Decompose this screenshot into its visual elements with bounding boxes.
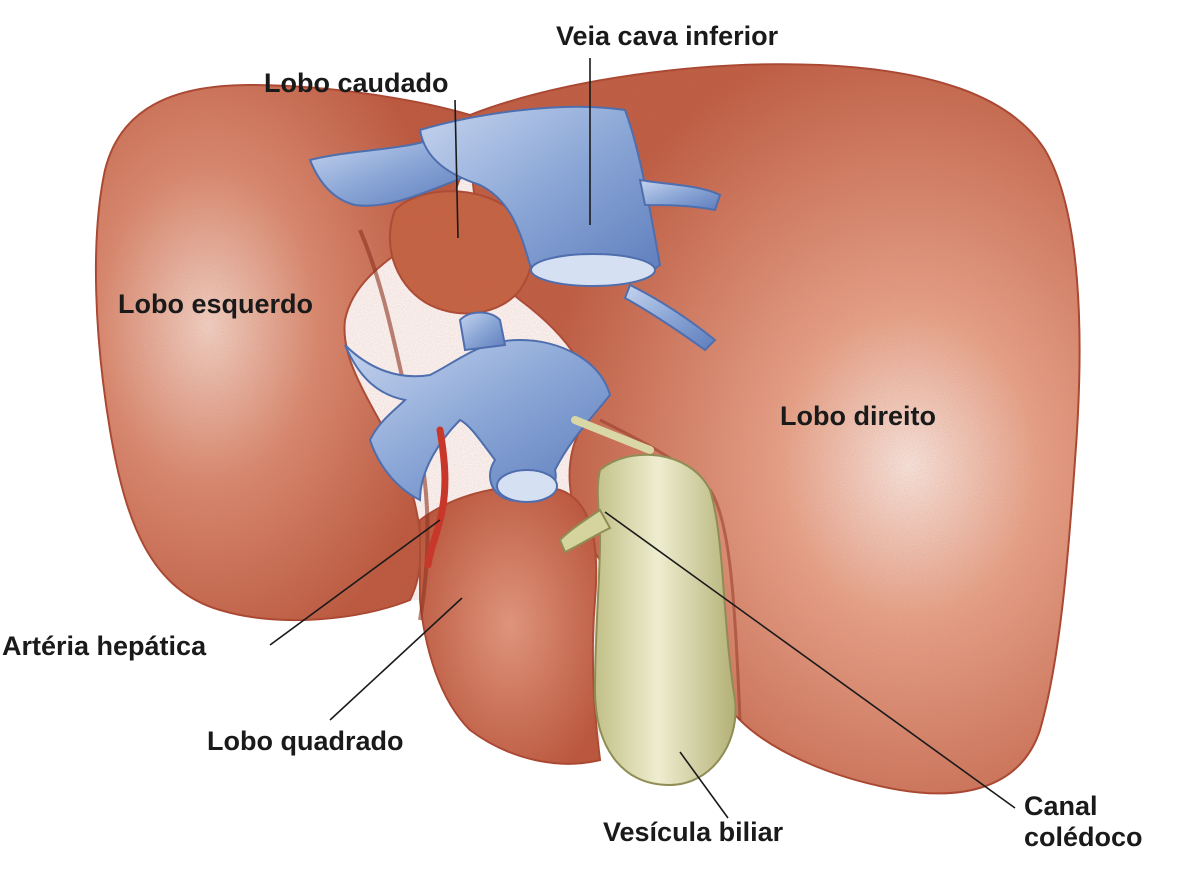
label-lobo-quadrado: Lobo quadrado (207, 726, 403, 756)
common-bile-duct (571, 416, 654, 454)
hepatic-artery (424, 426, 449, 569)
label-canal-coledoco-line1: Canal (1024, 791, 1098, 821)
ivc-opening (530, 253, 656, 287)
portal-branch-top (458, 311, 507, 352)
leader-lobo-caudado (454, 99, 459, 239)
label-arteria-hepatica: Artéria hepática (2, 631, 207, 661)
label-canal-coledoco-line2: colédoco (1024, 822, 1143, 852)
portal-vein-opening (496, 469, 558, 503)
gallbladder-body (593, 453, 737, 787)
leader-arteria-hepatica (269, 519, 441, 646)
gallbladder (558, 453, 737, 787)
fissure-right (599, 418, 742, 721)
leader-lobo-quadrado (329, 597, 463, 721)
label-lobo-caudado: Lobo caudado (264, 68, 449, 98)
inferior-vena-cava (308, 105, 722, 352)
leader-canal-coledoco (604, 511, 1016, 809)
label-vesicula-biliar: Vesícula biliar (603, 817, 784, 847)
ivc-small-branch (623, 283, 717, 352)
label-lobo-esquerdo: Lobo esquerdo (118, 289, 313, 319)
leader-vesicula-biliar (679, 751, 729, 819)
label-lobo-direito: Lobo direito (780, 401, 936, 431)
ivc-branch-right (638, 178, 722, 212)
cystic-duct (558, 508, 612, 554)
label-veia-cava-inferior: Veia cava inferior (556, 21, 779, 51)
ivc-branch-left (308, 138, 472, 207)
portal-vein (344, 311, 612, 503)
